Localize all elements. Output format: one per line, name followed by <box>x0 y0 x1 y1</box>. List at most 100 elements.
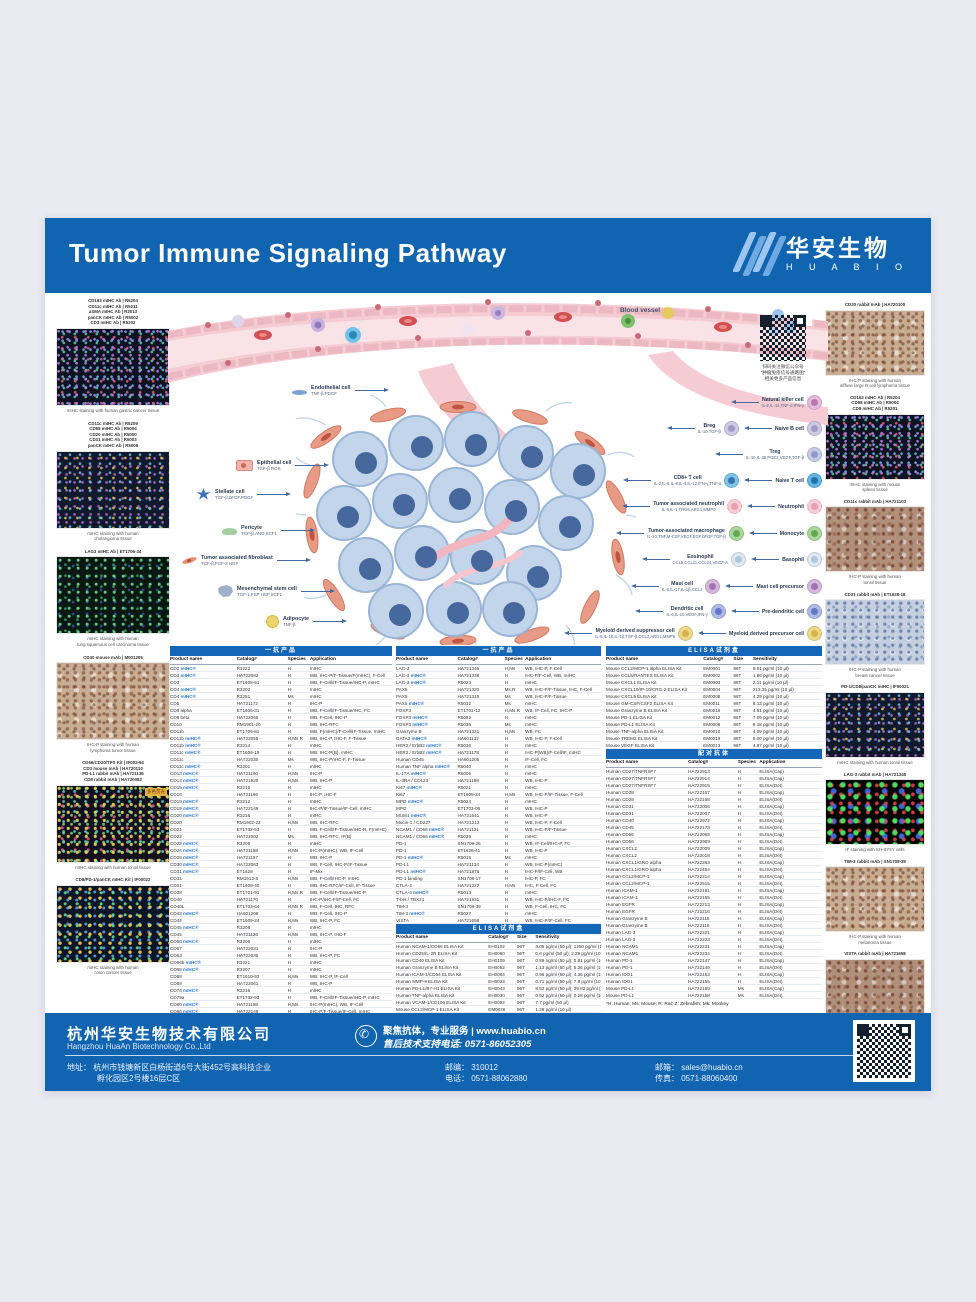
staining-image-card: LAG-3 rabbit mAb | HA721345 IF staining … <box>825 772 925 853</box>
cell-icon <box>723 421 739 436</box>
cell-icon <box>222 528 237 535</box>
precursor-group: Mast cell precursor <box>723 579 822 594</box>
arrow-right-icon <box>295 463 331 468</box>
precursor-cell-icon <box>807 473 822 488</box>
antibody-caption: CD40 mouse mAb | M001205 <box>83 654 143 660</box>
support-phone: 售后技术支持电话: 0571-86052305 <box>383 1039 532 1050</box>
arrow-left-icon <box>665 426 695 431</box>
staining-image-card: CD11c rabbit mAb | HA721103 IHC-P staini… <box>825 499 925 586</box>
staining-image <box>56 327 170 406</box>
arrow-left-icon <box>749 557 780 562</box>
arrow-left-icon <box>745 504 776 509</box>
footer-qr-code <box>853 1020 915 1082</box>
cell-icon <box>181 555 198 566</box>
footer-divider <box>65 1055 855 1056</box>
precursor-cell-icon <box>807 626 822 641</box>
arrow-left-icon <box>742 426 772 431</box>
address: 地址： 杭州市钱塘新区白杨街道6号大街452号高科技企业 孵化园区2号楼16层C… <box>67 1063 272 1083</box>
cell-icon <box>292 390 307 395</box>
precursor-group: Pre-dendritic cell <box>729 604 822 619</box>
page-title: Tumor Immune Signaling Pathway <box>69 238 507 268</box>
staining-image <box>825 413 925 480</box>
antibody-caption: CD8/PD-1/panCK mIHC Kit | IF00022 <box>75 877 151 883</box>
staining-image <box>825 599 925 666</box>
precursor-label: Monocyte <box>779 530 804 537</box>
antibody-caption: PD-1/CD8/panCK mIHC | IF00021 <box>841 684 909 690</box>
cell-icon <box>266 615 279 628</box>
cell-icon <box>731 552 747 567</box>
arrow-right-icon <box>257 491 293 497</box>
arrow-left-icon <box>620 504 651 509</box>
antibody-caption: CD56/CD20/TPS Kit | IF002-94 CD3 mouse m… <box>82 760 144 783</box>
antibody-caption: LAG3 mIHC Ab | ET1706-34 <box>84 548 142 554</box>
footer: 杭州华安生物技术有限公司 Hangzhou HuaAn Biotechnolog… <box>45 1013 931 1091</box>
staining-image-card: CD40 mouse mAb | M001205 IHC-P staining … <box>56 655 170 754</box>
cell-icon <box>710 604 726 619</box>
precursor-group: Neutrophil <box>745 499 822 514</box>
logo-en: H U A B I O <box>785 262 909 272</box>
